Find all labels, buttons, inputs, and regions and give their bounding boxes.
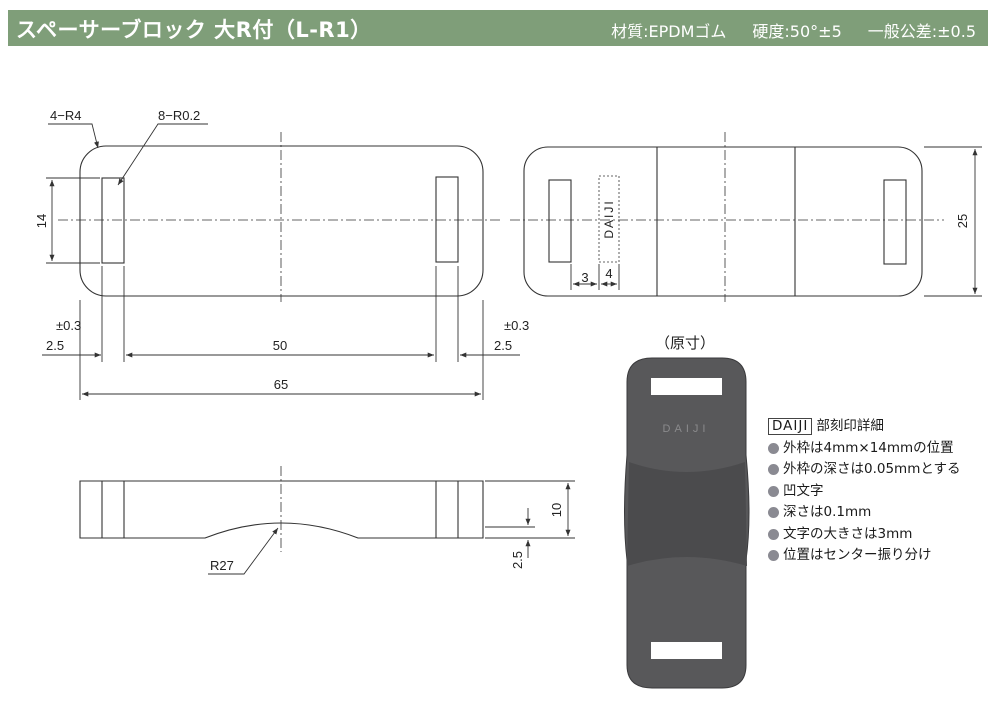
bullet-icon [768, 485, 779, 497]
bullet-icon [768, 507, 779, 519]
right-slot [435, 176, 459, 263]
tolerance-spec: 一般公差:±0.5 [867, 22, 976, 41]
part-photo: DAIJI [624, 357, 750, 689]
bottom-view [510, 132, 944, 302]
side-view [79, 466, 484, 552]
slot-pitch-label: 50 [273, 338, 287, 353]
right-tol-label: ±0.3 [504, 318, 529, 333]
page-title: スペーサーブロック 大R付（L-R1） [16, 18, 372, 42]
thickness-label: 10 [549, 503, 564, 517]
notes-heading-box: DAIJI [768, 418, 813, 436]
photo-bottom-slot [651, 642, 722, 659]
recess-depth-label: 2.5 [510, 551, 525, 569]
bottom-left-slot [548, 179, 572, 263]
bullet-icon [768, 464, 779, 476]
overall-length-label: 65 [274, 377, 288, 392]
bottom-right-slot [883, 179, 907, 265]
list-item: 文字の大きさは3mm [768, 524, 960, 546]
corner-radius-leader [48, 123, 99, 149]
bullet-icon [768, 528, 779, 540]
list-item: 位置はセンター振り分け [768, 545, 960, 567]
material-spec: 材質:EPDMゴム [611, 22, 727, 41]
list-item: 凹文字 [768, 481, 960, 503]
hardness-spec: 硬度:50°±5 [752, 22, 842, 41]
top-view [58, 132, 500, 302]
width-label: 25 [955, 214, 970, 228]
corner-radius-label: 4−R4 [50, 108, 81, 123]
side-view-outline [79, 480, 484, 539]
title-bar: スペーサーブロック 大R付（L-R1） 材質:EPDMゴム 硬度:50°±5 一般公… [8, 10, 988, 46]
notes-heading-text: 部刻印詳細 [816, 418, 884, 434]
arc-radius-leader [208, 527, 279, 575]
left-tol-label: ±0.3 [56, 318, 81, 333]
text-width-label: 4 [605, 266, 612, 281]
bottom-view-outline [523, 146, 923, 297]
photo-stamp-text: DAIJI [663, 423, 710, 435]
left-offset-label: 2.5 [46, 338, 64, 353]
left-slot [101, 177, 125, 264]
photo-caption: （原寸） [655, 335, 715, 352]
bullet-icon [768, 550, 779, 562]
top-view-outline [79, 145, 484, 297]
bullet-icon [768, 442, 779, 454]
slot-radius-label: 8−R0.2 [158, 108, 200, 123]
stamp-frame [598, 175, 620, 263]
list-item: 深さは0.1mm [768, 502, 960, 524]
right-offset-label: 2.5 [494, 338, 512, 353]
stamp-text-drawing: DAIJI [602, 199, 616, 238]
photo-top-slot [651, 378, 722, 395]
list-item: 外枠は4mm×14mmの位置 [768, 438, 960, 460]
text-offset-label: 3 [581, 270, 588, 285]
arc-radius-label: R27 [210, 558, 234, 573]
slot-height-label: 14 [34, 214, 49, 228]
list-item: 外枠の深さは0.05mmとする [768, 459, 960, 481]
slot-radius-leader [117, 123, 208, 186]
spec-line: 材質:EPDMゴム 硬度:50°±5 一般公差:±0.5 [585, 18, 976, 42]
